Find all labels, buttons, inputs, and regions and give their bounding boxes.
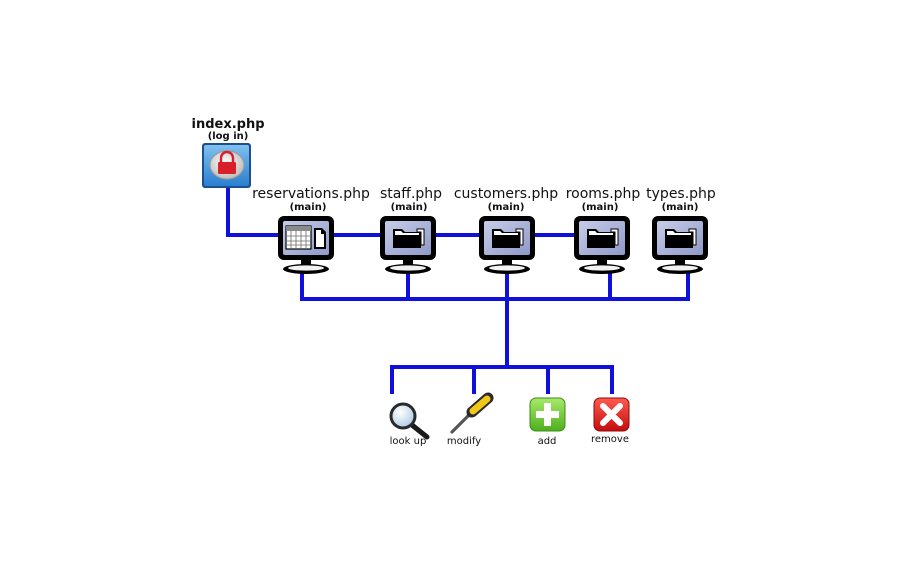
page-node-types: types.php (main) [646,186,716,274]
login-sublabel: (log in) [208,131,249,142]
login-title: index.php [191,117,264,132]
page-title: customers.php [454,186,558,202]
page-node-rooms: rooms.php (main) [566,186,641,274]
plus-icon [529,397,566,432]
screwdriver-icon [450,392,494,434]
action-label: remove [591,434,629,445]
page-sublabel: (main) [662,202,699,213]
page-title: rooms.php [566,186,641,202]
x-icon [593,397,630,432]
page-sublabel: (main) [391,202,428,213]
login-connector [226,188,284,237]
action-add: add [529,397,566,447]
connector-lines [226,188,690,394]
action-modify: modify [447,392,494,447]
action-look-up: look up [389,402,430,447]
page-sublabel: (main) [290,202,327,213]
page-title: reservations.php [252,186,370,202]
action-label: add [538,436,557,447]
folder-icon [479,216,535,274]
folder-icon [380,216,436,274]
page-node-customers: customers.php (main) [454,186,558,274]
login-node: index.php (log in) [191,117,265,188]
action-remove: remove [591,397,630,445]
folder-icon [652,216,708,274]
action-label: look up [390,436,427,447]
page-sublabel: (main) [488,202,525,213]
page-title: staff.php [380,186,442,202]
page-node-staff: staff.php (main) [380,186,442,274]
lock-icon [202,143,251,188]
page-node-reservations: reservations.php (main) [252,186,370,274]
magnifier-icon [389,402,430,440]
page-title: types.php [646,186,716,202]
action-label: modify [447,436,481,447]
page-sublabel: (main) [582,202,619,213]
calendar-document-icon [278,216,334,274]
folder-icon [574,216,630,274]
